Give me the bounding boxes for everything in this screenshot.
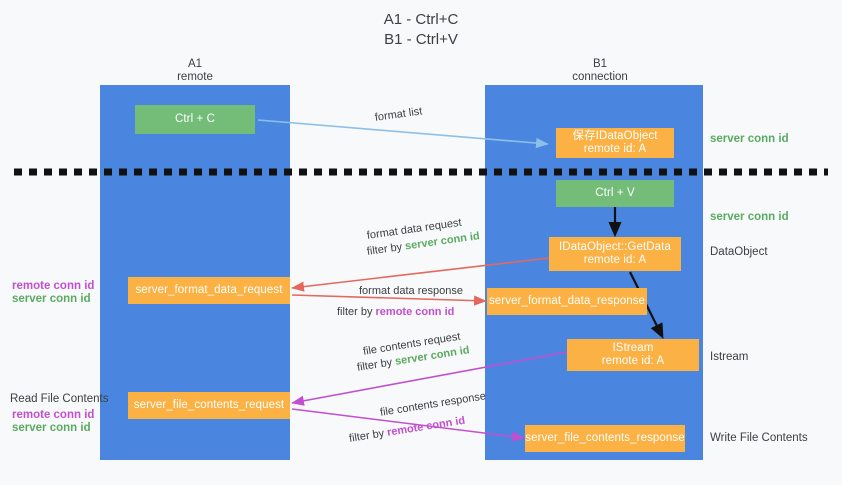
lane-a1-sub: remote — [177, 71, 213, 83]
annotation-server-conn-id-mid: server conn id — [710, 211, 789, 223]
filter-prefix: filter by — [337, 306, 376, 318]
edge-label-format-data-response-text: format data response — [359, 285, 463, 297]
edge-label-file-contents-response-filter: filter by remote conn id — [348, 414, 466, 446]
lane-b1-sub: connection — [572, 71, 628, 83]
node-server-format-data-request-label: server_format_data_request — [135, 283, 283, 296]
node-server-format-data-response[interactable]: server_format_data_response — [487, 288, 647, 315]
node-ctrl-v-label: Ctrl + V — [595, 186, 635, 199]
annotation-server-conn-id-top: server conn id — [710, 133, 789, 145]
node-idataobject-getdata[interactable]: IDataObject::GetData remote id: A — [549, 237, 681, 271]
node-save-idataobject[interactable]: 保存IDataObject remote id: A — [556, 128, 674, 158]
annotation-write-file-contents: Write File Contents — [710, 432, 808, 444]
node-istream-line2: remote id: A — [601, 355, 665, 367]
annotation-istream: Istream — [710, 351, 749, 363]
node-server-format-data-request[interactable]: server_format_data_request — [128, 277, 290, 304]
filter-value-remote-conn-id: remote conn id — [386, 414, 466, 439]
filter-value-remote-conn-id: remote conn id — [375, 306, 455, 318]
page-title: A1 - Ctrl+C B1 - Ctrl+V — [383, 11, 459, 48]
annotation-server-conn-id-1: server conn id — [12, 293, 91, 305]
node-ctrl-c-label: Ctrl + C — [174, 112, 216, 125]
filter-prefix: filter by — [366, 240, 406, 258]
annotation-read-file-contents: Read File Contents — [10, 393, 109, 405]
node-server-file-contents-response[interactable]: server_file_contents_response — [525, 425, 685, 452]
node-ctrl-c[interactable]: Ctrl + C — [135, 105, 255, 134]
node-server-file-contents-request-label: server_file_contents_request — [133, 398, 285, 411]
node-getdata-line2: remote id: A — [583, 254, 647, 266]
node-getdata-line1: IDataObject::GetData — [559, 240, 671, 253]
edge-label-format-data-response-filter: filter by remote conn id — [337, 305, 454, 319]
annotation-remote-conn-id-2: remote conn id — [12, 409, 95, 421]
node-istream-line1: IStream — [612, 341, 654, 354]
node-save-idataobject-line2: remote id: A — [583, 143, 647, 155]
edge-label-format-list-text: format list — [374, 105, 424, 124]
lane-a1-name: A1 — [187, 58, 203, 70]
node-istream[interactable]: IStream remote id: A — [567, 339, 699, 371]
annotation-server-conn-id-2: server conn id — [12, 422, 91, 434]
edge-label-file-contents-response: file contents response — [379, 389, 487, 420]
annotation-dataobject: DataObject — [710, 246, 768, 258]
annotation-remote-conn-id-1: remote conn id — [12, 280, 95, 292]
edge-label-format-list: format list — [374, 104, 423, 125]
lane-header-a1: A1 remote — [135, 58, 255, 84]
node-save-idataobject-line1: 保存IDataObject — [572, 129, 658, 142]
filter-prefix: filter by — [356, 355, 397, 374]
node-server-file-contents-response-label: server_file_contents_response — [525, 431, 685, 444]
node-ctrl-v[interactable]: Ctrl + V — [556, 180, 674, 207]
edge-label-file-contents-response-text: file contents response — [379, 390, 487, 419]
node-server-file-contents-request[interactable]: server_file_contents_request — [128, 392, 290, 419]
node-server-format-data-response-label: server_format_data_response — [488, 294, 646, 307]
lane-b1-name: B1 — [592, 58, 608, 70]
edge-label-format-data-response: format data response — [359, 284, 463, 298]
lane-header-b1: B1 connection — [540, 58, 660, 84]
filter-prefix: filter by — [348, 426, 389, 445]
